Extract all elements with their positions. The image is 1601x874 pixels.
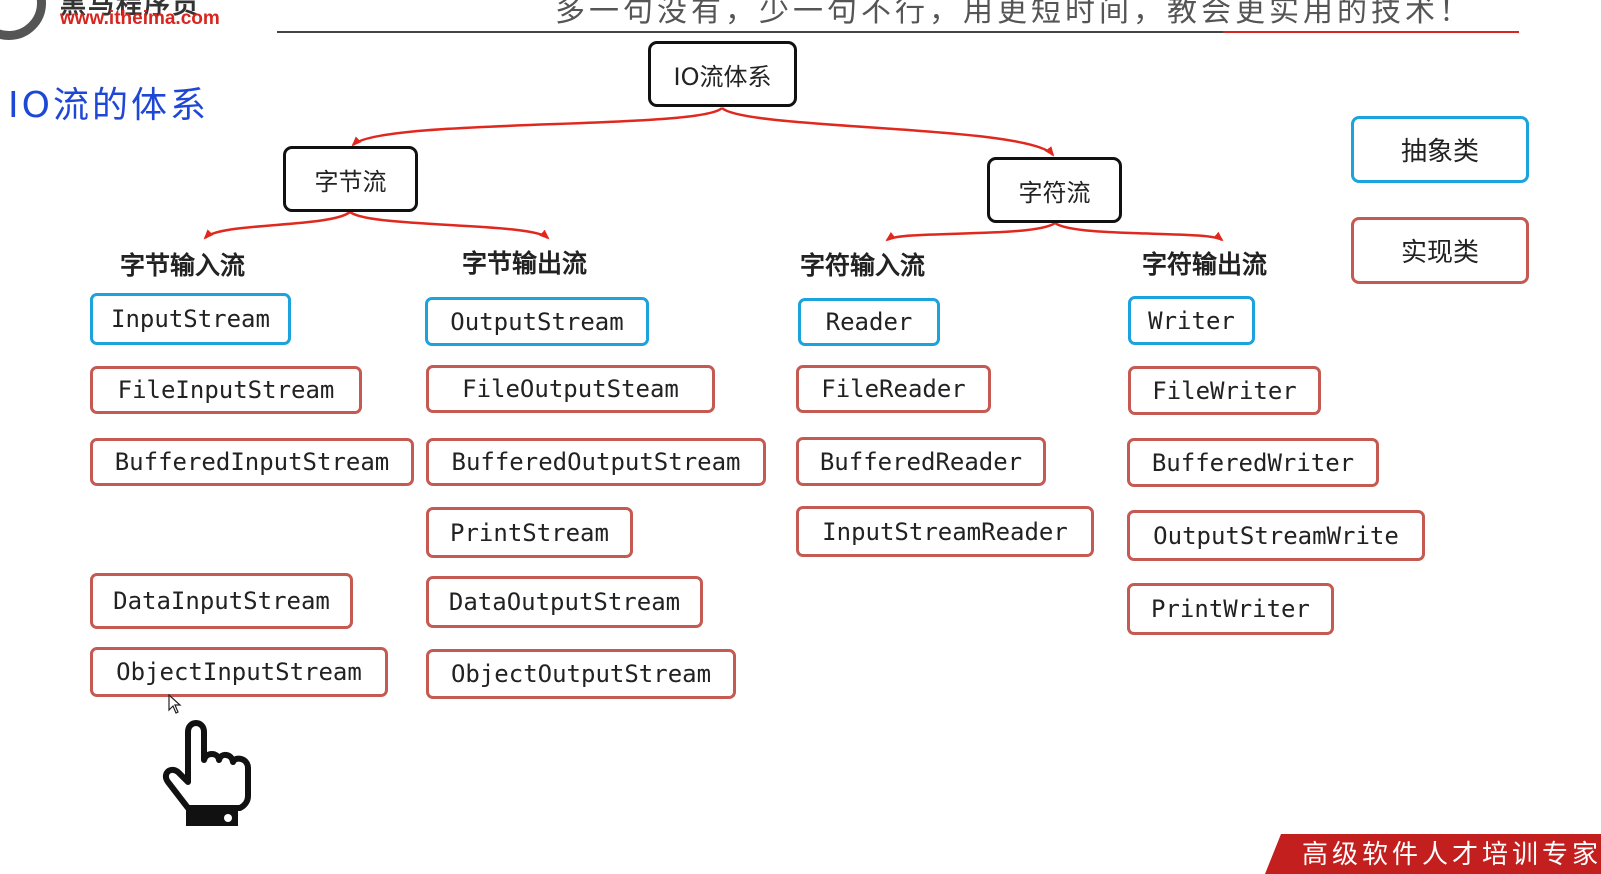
slogan: 多一句没有，少一句不行，用更短时间，教会更实用的技术！ xyxy=(555,0,1473,29)
root-node: IO流体系 xyxy=(648,41,797,107)
byte-stream-node: 字节流 xyxy=(283,146,418,212)
class-inputstream: InputStream xyxy=(90,293,291,345)
legend-implementation: 实现类 xyxy=(1351,217,1529,284)
class-bufferedwriter: BufferedWriter xyxy=(1127,438,1379,487)
arrow-char-to-input xyxy=(885,221,1056,242)
class-reader: Reader xyxy=(798,298,940,346)
mouse-pointer-icon xyxy=(168,694,182,714)
class-objectinputstream: ObjectInputStream xyxy=(90,647,388,697)
logo-url: www.itheima.com xyxy=(60,8,220,29)
class-dataoutputstream: DataOutputStream xyxy=(426,576,703,628)
class-inputstreamreader: InputStreamReader xyxy=(796,506,1094,557)
arrow-root-to-char xyxy=(721,106,1055,157)
arrow-root-to-byte xyxy=(351,106,723,147)
class-printstream: PrintStream xyxy=(426,507,633,558)
pointing-hand-icon xyxy=(162,720,251,826)
class-datainputstream: DataInputStream xyxy=(90,573,353,629)
header-rule-accent xyxy=(1223,31,1519,33)
footer-banner xyxy=(1265,834,1601,874)
arrow-byte-to-input xyxy=(203,210,351,240)
byte-input-label: 字节输入流 xyxy=(120,251,246,280)
logo-text: 黑马程序员 xyxy=(60,0,201,20)
class-bufferedinputstream: BufferedInputStream xyxy=(90,438,414,486)
class-filereader: FileReader xyxy=(796,365,991,413)
class-filewriter: FileWriter xyxy=(1128,366,1321,415)
class-fileoutputsteam: FileOutputSteam xyxy=(426,365,715,413)
char-input-label: 字符输入流 xyxy=(800,251,926,280)
page-title: IO流的体系 xyxy=(8,85,209,126)
legend-abstract: 抽象类 xyxy=(1351,116,1529,183)
class-outputstreamwrite: OutputStreamWrite xyxy=(1127,510,1425,561)
class-printwriter: PrintWriter xyxy=(1127,583,1334,635)
class-outputstream: OutputStream xyxy=(425,297,649,346)
byte-output-label: 字节输出流 xyxy=(462,249,588,278)
arrow-char-to-output xyxy=(1054,221,1224,242)
footer-banner-text: 高级软件人才培训专家 xyxy=(1302,840,1601,870)
class-objectoutputstream: ObjectOutputStream xyxy=(426,649,736,699)
class-writer: Writer xyxy=(1128,296,1255,345)
class-fileinputstream: FileInputStream xyxy=(90,366,362,414)
char-output-label: 字符输出流 xyxy=(1142,250,1268,279)
header-rule xyxy=(277,31,1223,33)
class-bufferedoutputstream: BufferedOutputStream xyxy=(426,438,766,486)
logo-icon xyxy=(0,0,46,40)
arrow-byte-to-output xyxy=(349,210,550,240)
char-stream-node: 字符流 xyxy=(987,157,1122,223)
class-bufferedreader: BufferedReader xyxy=(796,437,1046,486)
